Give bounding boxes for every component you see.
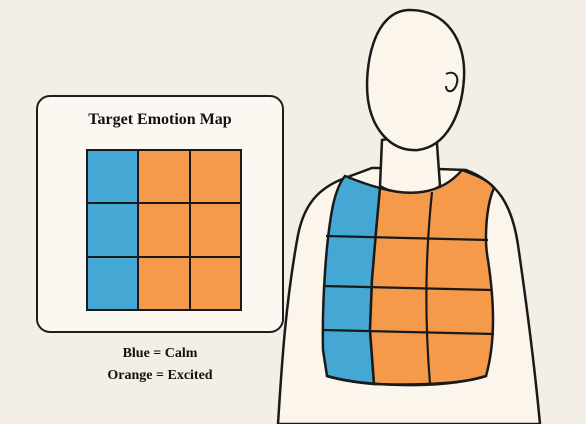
mannequin-ear xyxy=(446,73,457,92)
